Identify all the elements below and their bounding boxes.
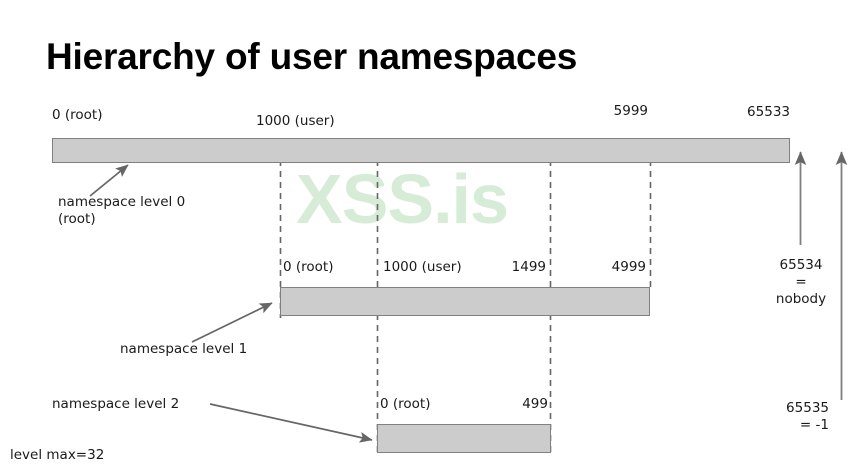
footer-note-level-max: level max=32 [10,447,105,463]
annotation-level-0-line2: (root) [58,211,96,227]
pointer-arrow-level-0 [89,164,129,197]
tick-label-l1-1000: 1000 (user) [383,259,462,275]
pointer-arrow-level-1 [191,302,273,343]
uid-65535-equals: = -1 [799,417,829,433]
tick-label-l1-1499: 1499 [511,259,546,275]
bar-namespace-level-2 [377,424,551,453]
tick-label-l0-0: 0 (root) [52,107,103,123]
tick-label-l0-5999: 5999 [613,103,648,119]
page-title: Hierarchy of user namespaces [46,36,578,77]
annotation-level-2-line1: namespace level 2 [52,396,180,412]
tick-label-l2-0: 0 (root) [380,396,431,412]
uid-65534-equals: = [795,274,807,290]
uid-65534-name: nobody [775,291,827,307]
uid-65534-value: 65534 [779,257,823,273]
tick-label-l0-1000: 1000 (user) [256,113,335,129]
tick-label-l1-4999: 4999 [611,259,646,275]
tick-label-l2-499: 499 [522,396,548,412]
bar-namespace-level-1 [280,287,650,316]
bar-namespace-level-0 [52,138,790,163]
uid-65535-value: 65535 [786,400,829,416]
annotation-level-0-line1: namespace level 0 [58,194,186,210]
pointer-arrow-level-2 [209,403,373,443]
tick-label-l0-65533: 65533 [747,104,790,120]
tick-label-l1-0: 0 (root) [283,259,334,275]
annotation-level-1-line1: namespace level 1 [120,341,248,357]
